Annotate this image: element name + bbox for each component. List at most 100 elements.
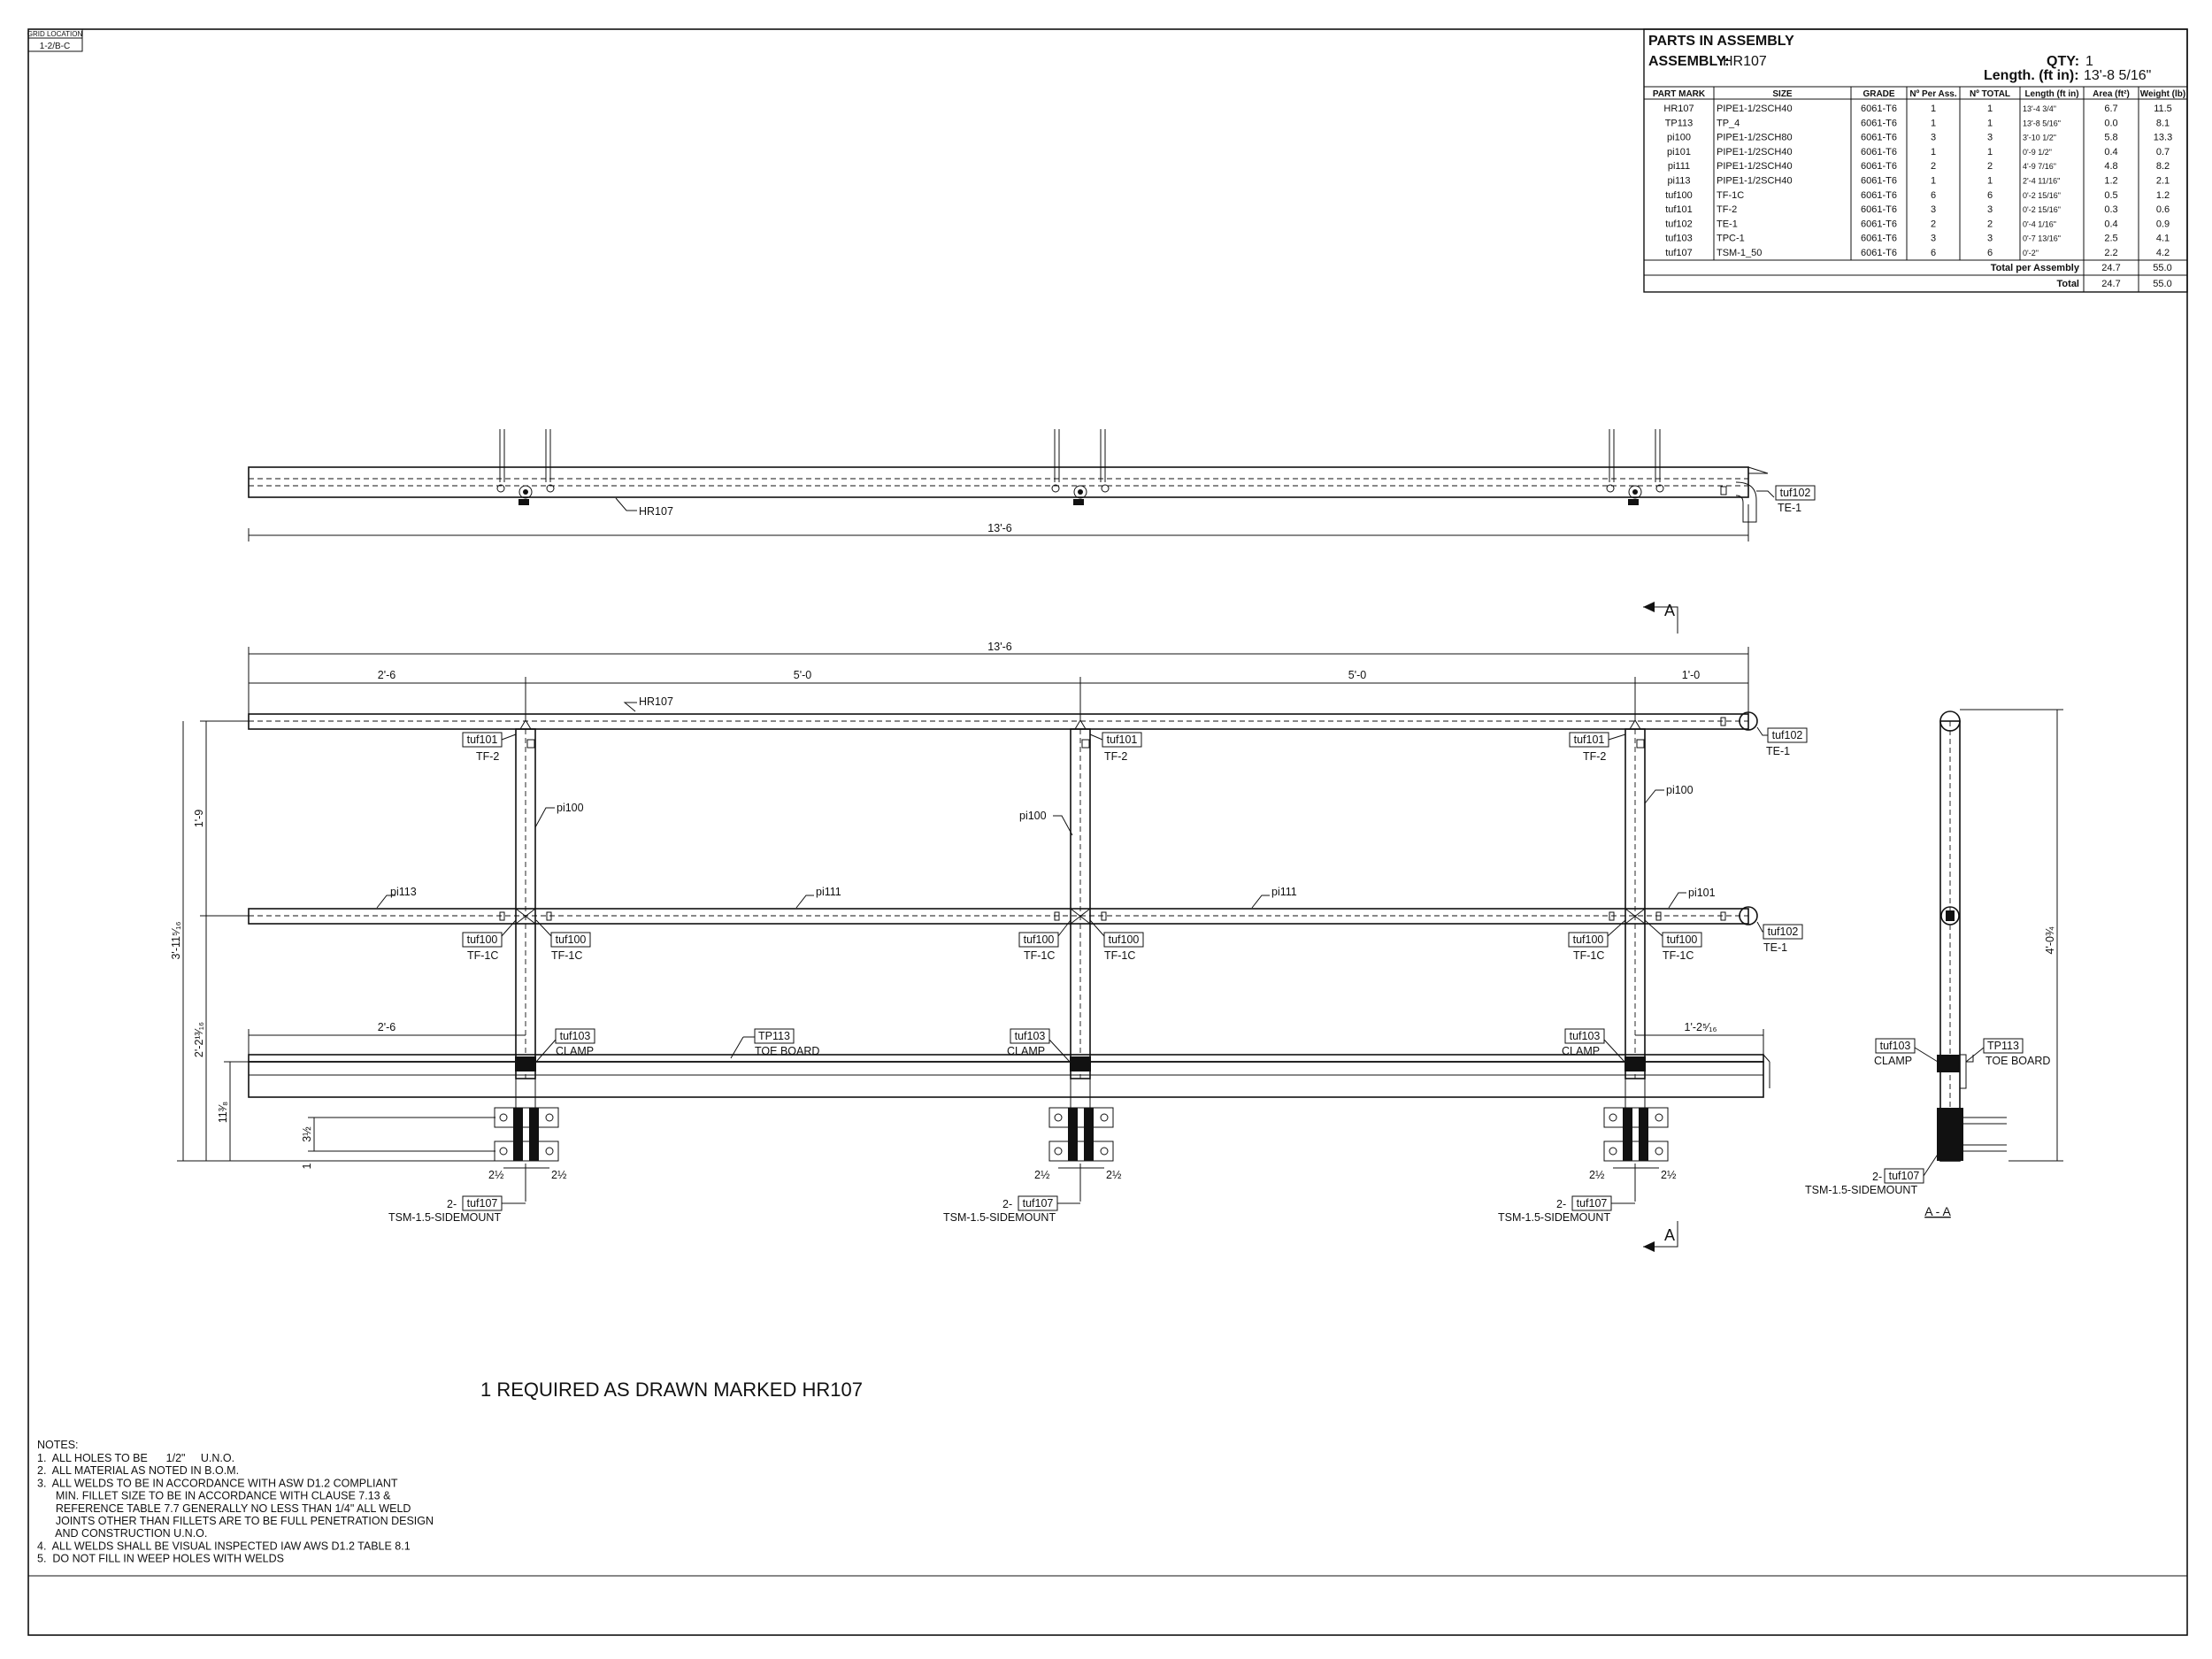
note-line: REFERENCE TABLE 7.7 GENERALLY NO LESS TH… <box>37 1502 411 1515</box>
assembly-label: ASSEMBLY: <box>1648 54 1730 69</box>
svg-text:2½: 2½ <box>1661 1169 1677 1181</box>
parts-cell-area: 2.2 <box>2104 248 2117 258</box>
parts-cell-grade: 6061-T6 <box>1861 190 1897 201</box>
parts-cell-size: TPC-1 <box>1717 234 1745 244</box>
parts-header-cell: GRADE <box>1863 89 1894 99</box>
section-toe-callout: TP113 TOE BOARD <box>1965 1038 2050 1067</box>
svg-text:tuf103: tuf103 <box>1570 1030 1601 1042</box>
section-view: 4'-0¾ tuf103 CLAMP TP113 TOE BOARD 2- tu… <box>1805 709 2063 1218</box>
parts-cell-grade: 6061-T6 <box>1861 204 1897 215</box>
parts-cell-size: TE-1 <box>1717 219 1738 229</box>
tf1c-callout-1R: tuf100 TF-1C <box>535 919 591 962</box>
dim-1: 1 <box>301 1163 313 1169</box>
section-marker-bottom-label: A <box>1664 1226 1675 1244</box>
tf2-callout-1: tuf101 TF-2 <box>462 732 517 763</box>
post-1 <box>499 719 552 1079</box>
mount-callout-2: 2- tuf107 TSM-1.5-SIDEMOUNT <box>943 1195 1080 1224</box>
svg-text:TF-1C: TF-1C <box>1663 949 1694 962</box>
svg-text:tuf103: tuf103 <box>1015 1030 1046 1042</box>
tf1c-callout-2R: tuf100 TF-1C <box>1089 919 1144 962</box>
section-marker-top: A <box>1643 602 1678 634</box>
total-weight: 55.0 <box>2153 279 2171 289</box>
parts-cell-total: 3 <box>1987 204 1993 215</box>
svg-text:tuf101: tuf101 <box>1107 733 1138 746</box>
parts-cell-grade: 6061-T6 <box>1861 219 1897 229</box>
dim-3: 3½ <box>301 1126 313 1142</box>
parts-cell-grade: 6061-T6 <box>1861 176 1897 187</box>
svg-text:TF-1C: TF-1C <box>1573 949 1604 962</box>
parts-cell-area: 4.8 <box>2104 161 2117 172</box>
notes-title: NOTES: <box>37 1439 79 1451</box>
parts-cell-length: 3'-10 1/2" <box>2023 134 2056 142</box>
parts-cell-per: 1 <box>1931 147 1936 157</box>
toe-board <box>248 1054 1770 1098</box>
note-line: 5. DO NOT FILL IN WEEP HOLES WITH WELDS <box>37 1553 284 1565</box>
section-marker-top-label: A <box>1664 602 1675 619</box>
section-title: A - A <box>1924 1204 1951 1218</box>
svg-text:tuf100: tuf100 <box>1667 933 1698 946</box>
plan-tag-sub: TE-1 <box>1778 502 1801 514</box>
parts-header-cell: SIZE <box>1772 89 1793 99</box>
parts-cell-weight: 8.2 <box>2156 161 2170 172</box>
tf2-callout-2: tuf101 TF-2 <box>1089 732 1142 763</box>
parts-cell-area: 6.7 <box>2104 104 2117 114</box>
length-label: Length. (ft in): <box>1984 68 2079 83</box>
svg-text:tuf100: tuf100 <box>1024 933 1055 946</box>
svg-text:CLAMP: CLAMP <box>1007 1045 1045 1057</box>
side-mount-3 <box>1603 1078 1669 1162</box>
section-mount-callout: 2- tuf107 TSM-1.5-SIDEMOUNT <box>1805 1149 1941 1196</box>
svg-text:2½: 2½ <box>1034 1169 1050 1181</box>
parts-cell-length: 4'-9 7/16" <box>2023 162 2056 171</box>
parts-cell-mark: tuf102 <box>1665 219 1693 229</box>
parts-cell-total: 2 <box>1987 161 1993 172</box>
svg-text:tuf107: tuf107 <box>1023 1197 1054 1210</box>
parts-cell-total: 6 <box>1987 248 1993 258</box>
svg-text:TF-2: TF-2 <box>1583 750 1606 763</box>
parts-cell-total: 6 <box>1987 190 1993 201</box>
toe-board-callout: TP113 TOE BOARD <box>730 1028 819 1059</box>
note-line: 3. ALL WELDS TO BE IN ACCORDANCE WITH AS… <box>37 1477 398 1489</box>
svg-text:TF-1C: TF-1C <box>1104 949 1135 962</box>
parts-header-cell: PART MARK <box>1653 89 1706 99</box>
parts-cell-size: PIPE1-1/2SCH40 <box>1717 147 1793 157</box>
svg-text:TSM-1.5-SIDEMOUNT: TSM-1.5-SIDEMOUNT <box>1805 1184 1917 1196</box>
parts-cell-size: TF-1C <box>1717 190 1744 201</box>
parts-cell-per: 6 <box>1931 190 1936 201</box>
parts-cell-mark: TP113 <box>1665 118 1694 128</box>
parts-cell-weight: 0.9 <box>2156 219 2170 229</box>
post-label-3: pi100 <box>1666 784 1694 796</box>
parts-cell-area: 2.5 <box>2104 234 2117 244</box>
span-dim-3: 5'-0 <box>1348 669 1367 681</box>
parts-cell-area: 5.8 <box>2104 133 2117 143</box>
section-marker-bottom: A <box>1643 1221 1678 1252</box>
parts-cell-grade: 6061-T6 <box>1861 104 1897 114</box>
parts-cell-length: 0'-7 13/16" <box>2023 234 2061 243</box>
parts-cell-per: 1 <box>1931 104 1936 114</box>
note-line: 1. ALL HOLES TO BE 1/2" U.N.O. <box>37 1452 234 1464</box>
parts-cell-size: PIPE1-1/2SCH40 <box>1717 104 1793 114</box>
svg-text:2-: 2- <box>1556 1198 1566 1210</box>
svg-text:tuf100: tuf100 <box>467 933 498 946</box>
parts-cell-total: 1 <box>1987 118 1993 128</box>
mount-callout-3: 2- tuf107 TSM-1.5-SIDEMOUNT <box>1498 1195 1635 1224</box>
mid-rail-left-label: pi113 <box>390 886 417 898</box>
svg-text:2½: 2½ <box>551 1169 567 1181</box>
parts-cell-total: 1 <box>1987 147 1993 157</box>
svg-text:CLAMP: CLAMP <box>556 1045 594 1057</box>
parts-cell-length: 2'-4 11/16" <box>2023 177 2060 186</box>
parts-cell-length: 0'-2 15/16" <box>2023 205 2061 214</box>
svg-text:tuf102: tuf102 <box>1772 729 1803 741</box>
svg-text:TOE BOARD: TOE BOARD <box>1985 1055 2050 1067</box>
mid-rail-right-label: pi111 <box>1271 886 1297 898</box>
plan-hr-label: HR107 <box>639 505 673 518</box>
mid-rail-end-label: pi101 <box>1688 887 1716 899</box>
parts-cell-mark: tuf107 <box>1665 248 1693 258</box>
qty-value: 1 <box>2085 54 2093 69</box>
parts-cell-per: 1 <box>1931 176 1936 187</box>
total-label: Total <box>2057 279 2079 289</box>
parts-cell-mark: tuf103 <box>1665 234 1693 244</box>
